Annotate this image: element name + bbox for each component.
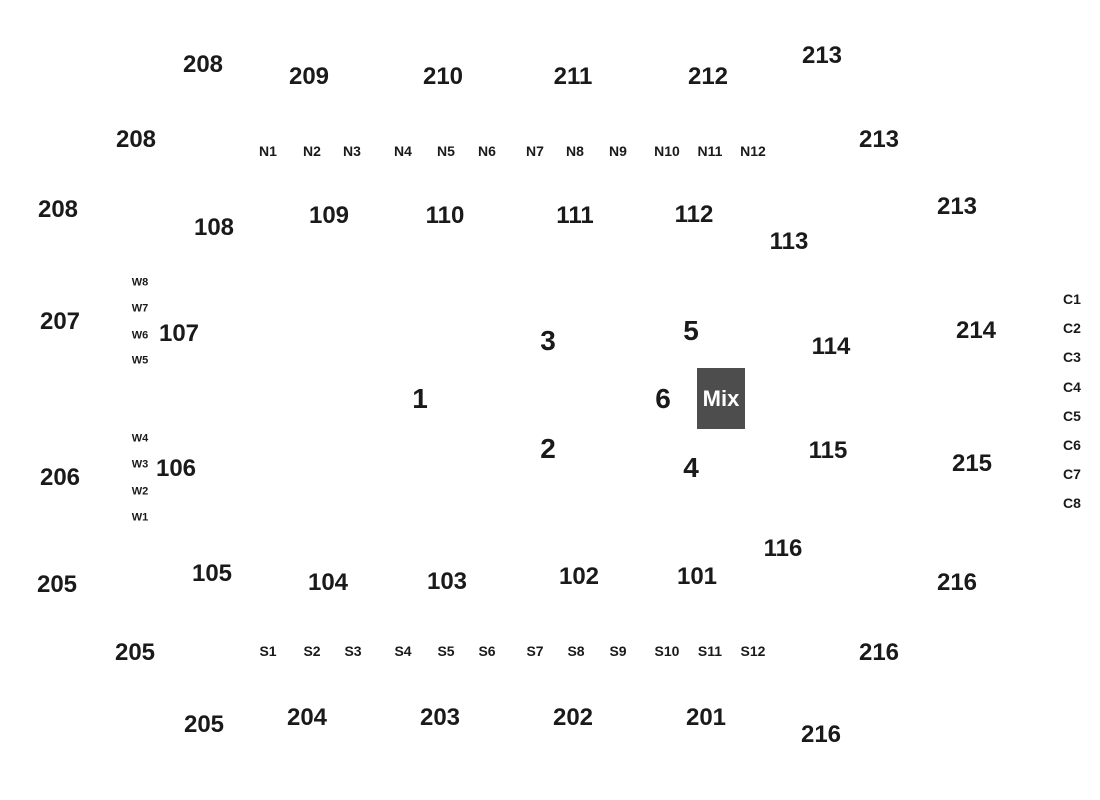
section-label-206[interactable]: 206	[39, 464, 81, 491]
section-label-102[interactable]: 102	[558, 563, 600, 590]
box-label-s6[interactable]: S6	[478, 643, 496, 659]
box-label-n8[interactable]: N8	[566, 143, 584, 159]
box-label-w7[interactable]: W7	[131, 302, 149, 315]
section-label-208[interactable]: 208	[115, 126, 157, 153]
box-label-n5[interactable]: N5	[437, 143, 455, 159]
section-label-201[interactable]: 201	[685, 704, 727, 731]
section-label-215[interactable]: 215	[951, 450, 993, 477]
section-label-113[interactable]: 113	[769, 228, 809, 255]
box-label-n2[interactable]: N2	[303, 143, 321, 159]
box-label-w6[interactable]: W6	[131, 329, 149, 342]
section-label-107[interactable]: 107	[158, 320, 200, 347]
box-label-w8[interactable]: W8	[131, 276, 149, 289]
section-label-203[interactable]: 203	[419, 704, 461, 731]
mix-label: Mix	[702, 385, 740, 411]
box-label-n1[interactable]: N1	[259, 143, 277, 159]
section-label-211[interactable]: 211	[553, 63, 593, 90]
box-label-s3[interactable]: S3	[344, 643, 362, 659]
floor-section-label-6[interactable]: 6	[655, 383, 671, 414]
box-label-w1[interactable]: W1	[131, 511, 149, 524]
section-label-216[interactable]: 216	[858, 639, 900, 666]
mix-booth: Mix	[697, 368, 745, 429]
box-label-n4[interactable]: N4	[394, 143, 412, 159]
box-label-c7[interactable]: C7	[1063, 466, 1081, 482]
section-label-105[interactable]: 105	[191, 560, 233, 587]
box-label-c2[interactable]: C2	[1063, 320, 1081, 336]
section-label-114[interactable]: 114	[811, 333, 851, 360]
box-label-c4[interactable]: C4	[1063, 379, 1081, 395]
box-label-s10[interactable]: S10	[654, 643, 680, 659]
floor-section-label-2[interactable]: 2	[540, 433, 556, 464]
section-label-115[interactable]: 115	[808, 437, 848, 464]
floor-section-label-3[interactable]: 3	[540, 325, 556, 356]
section-label-202[interactable]: 202	[552, 704, 594, 731]
box-label-c1[interactable]: C1	[1063, 291, 1081, 307]
section-label-213[interactable]: 213	[936, 193, 978, 220]
box-label-s7[interactable]: S7	[526, 643, 544, 659]
section-label-204[interactable]: 204	[286, 704, 328, 731]
floor-section-label-5[interactable]: 5	[683, 315, 699, 346]
box-label-n6[interactable]: N6	[478, 143, 496, 159]
section-label-103[interactable]: 103	[426, 568, 468, 595]
box-label-s8[interactable]: S8	[567, 643, 585, 659]
box-label-s5[interactable]: S5	[437, 643, 455, 659]
section-label-112[interactable]: 112	[674, 201, 714, 228]
box-label-w2[interactable]: W2	[131, 485, 149, 498]
section-label-205[interactable]: 205	[183, 711, 225, 738]
box-label-s2[interactable]: S2	[303, 643, 321, 659]
box-label-n9[interactable]: N9	[609, 143, 627, 159]
box-label-s11[interactable]: S11	[697, 643, 723, 659]
section-label-207[interactable]: 207	[39, 308, 81, 335]
box-label-n12[interactable]: N12	[740, 143, 766, 159]
box-label-w5[interactable]: W5	[131, 354, 149, 367]
section-label-209[interactable]: 209	[288, 63, 330, 90]
box-label-n3[interactable]: N3	[343, 143, 361, 159]
box-label-c3[interactable]: C3	[1063, 349, 1081, 365]
section-label-205[interactable]: 205	[36, 571, 78, 598]
box-label-n11[interactable]: N11	[697, 143, 723, 159]
box-label-w3[interactable]: W3	[131, 458, 149, 471]
section-label-101[interactable]: 101	[676, 563, 718, 590]
section-label-110[interactable]: 110	[425, 202, 465, 229]
section-label-210[interactable]: 210	[422, 63, 464, 90]
floor-section-label-1[interactable]: 1	[412, 383, 428, 414]
section-label-212[interactable]: 212	[687, 63, 729, 90]
section-label-216[interactable]: 216	[800, 721, 842, 748]
section-label-216[interactable]: 216	[936, 569, 978, 596]
floor-section-label-4[interactable]: 4	[683, 452, 699, 483]
section-label-116[interactable]: 116	[763, 535, 803, 562]
box-label-s1[interactable]: S1	[259, 643, 277, 659]
section-label-106[interactable]: 106	[155, 455, 197, 482]
box-label-c8[interactable]: C8	[1063, 495, 1081, 511]
section-label-205[interactable]: 205	[114, 639, 156, 666]
box-label-w4[interactable]: W4	[131, 432, 149, 445]
section-label-111[interactable]: 111	[556, 202, 594, 229]
box-label-s4[interactable]: S4	[394, 643, 412, 659]
box-label-c5[interactable]: C5	[1063, 408, 1081, 424]
box-label-c6[interactable]: C6	[1063, 437, 1081, 453]
box-label-s9[interactable]: S9	[609, 643, 627, 659]
box-label-n7[interactable]: N7	[526, 143, 544, 159]
section-label-213[interactable]: 213	[858, 126, 900, 153]
box-label-s12[interactable]: S12	[740, 643, 766, 659]
section-label-109[interactable]: 109	[308, 202, 350, 229]
section-label-214[interactable]: 214	[955, 317, 997, 344]
section-label-104[interactable]: 104	[307, 569, 349, 596]
section-label-208[interactable]: 208	[37, 196, 79, 223]
section-label-213[interactable]: 213	[801, 42, 843, 69]
section-label-208[interactable]: 208	[182, 51, 224, 78]
section-label-108[interactable]: 108	[193, 214, 235, 241]
box-label-n10[interactable]: N10	[654, 143, 680, 159]
